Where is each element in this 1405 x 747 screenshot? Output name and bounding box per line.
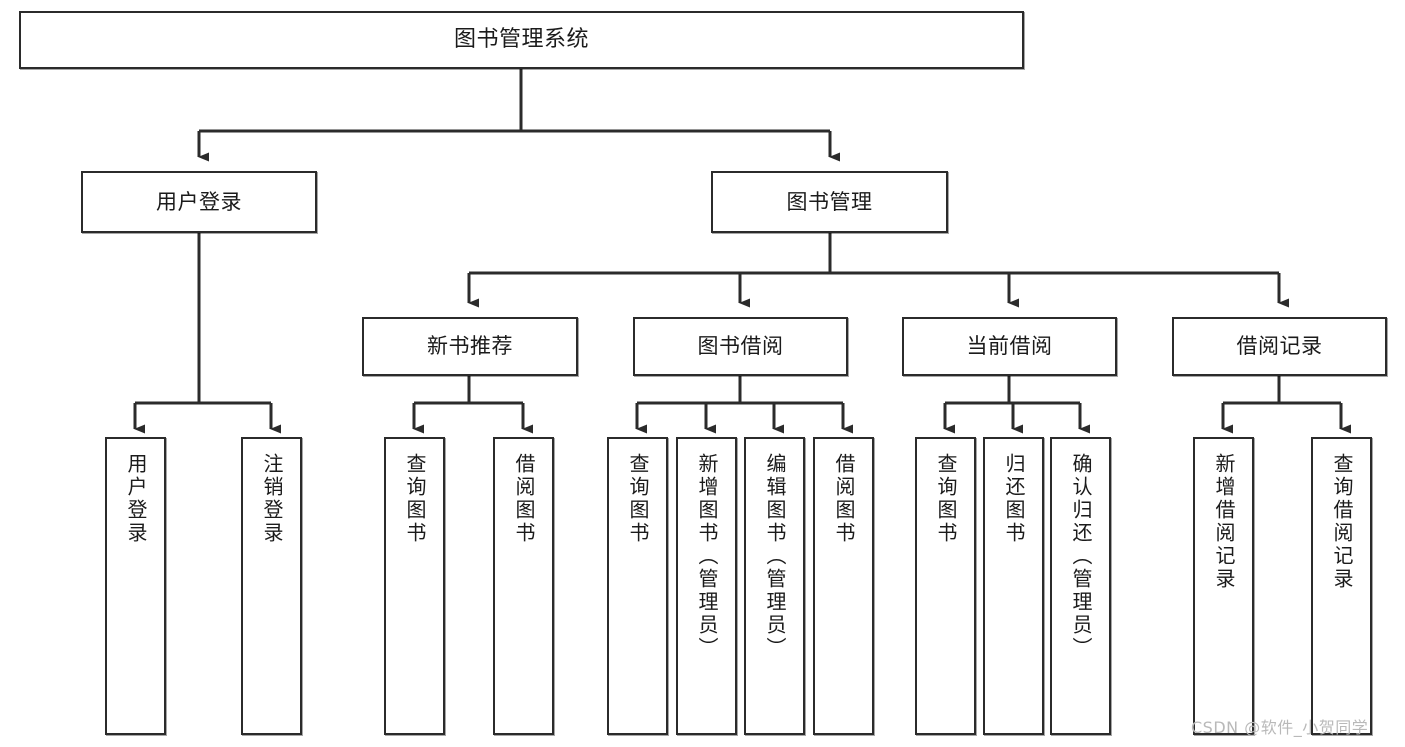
node-leaf-add-record-label: 新增借阅记录 xyxy=(1212,453,1236,591)
node-user-login[interactable]: 用户登录 xyxy=(81,171,317,233)
node-leaf-query-book-3[interactable]: 查询图书 xyxy=(915,437,976,735)
node-leaf-edit-book-label: 编辑图书（管理员） xyxy=(763,453,787,660)
node-leaf-query-book-2-label: 查询图书 xyxy=(626,453,650,545)
node-current-borrow[interactable]: 当前借阅 xyxy=(902,317,1117,376)
node-book-manage[interactable]: 图书管理 xyxy=(711,171,948,233)
node-leaf-borrow-book-1[interactable]: 借阅图书 xyxy=(493,437,554,735)
node-leaf-confirm-return[interactable]: 确认归还（管理员） xyxy=(1050,437,1111,735)
node-leaf-user-login-label: 用户登录 xyxy=(124,453,148,545)
node-leaf-borrow-book-1-label: 借阅图书 xyxy=(512,453,536,545)
watermark: CSDN @软件_小贺同学 xyxy=(1191,718,1369,737)
node-current-borrow-label: 当前借阅 xyxy=(966,334,1053,359)
node-leaf-user-login[interactable]: 用户登录 xyxy=(105,437,166,735)
node-leaf-return-book[interactable]: 归还图书 xyxy=(983,437,1044,735)
node-leaf-edit-book[interactable]: 编辑图书（管理员） xyxy=(744,437,805,735)
node-leaf-query-book-1-label: 查询图书 xyxy=(403,453,427,545)
node-leaf-query-record-label: 查询借阅记录 xyxy=(1330,453,1354,591)
node-leaf-query-record[interactable]: 查询借阅记录 xyxy=(1311,437,1372,735)
node-root[interactable]: 图书管理系统 xyxy=(19,11,1024,69)
node-leaf-add-book-label: 新增图书（管理员） xyxy=(695,453,719,660)
node-book-borrow[interactable]: 图书借阅 xyxy=(633,317,848,376)
node-leaf-user-logout[interactable]: 注销登录 xyxy=(241,437,302,735)
node-leaf-query-book-2[interactable]: 查询图书 xyxy=(607,437,668,735)
node-borrow-record[interactable]: 借阅记录 xyxy=(1172,317,1387,376)
node-leaf-return-book-label: 归还图书 xyxy=(1002,453,1026,545)
node-book-borrow-label: 图书借阅 xyxy=(697,334,784,359)
node-leaf-query-book-1[interactable]: 查询图书 xyxy=(384,437,445,735)
node-leaf-add-book[interactable]: 新增图书（管理员） xyxy=(676,437,737,735)
node-root-label: 图书管理系统 xyxy=(453,27,589,53)
node-borrow-record-label: 借阅记录 xyxy=(1236,334,1323,359)
node-leaf-add-record[interactable]: 新增借阅记录 xyxy=(1193,437,1254,735)
node-new-book-recommend[interactable]: 新书推荐 xyxy=(362,317,578,376)
node-book-manage-label: 图书管理 xyxy=(786,189,873,214)
node-user-login-label: 用户登录 xyxy=(156,189,242,214)
node-leaf-confirm-return-label: 确认归还（管理员） xyxy=(1069,453,1093,660)
node-leaf-borrow-book-2-label: 借阅图书 xyxy=(832,453,856,545)
node-leaf-user-logout-label: 注销登录 xyxy=(260,453,284,545)
node-leaf-borrow-book-2[interactable]: 借阅图书 xyxy=(813,437,874,735)
node-new-book-recommend-label: 新书推荐 xyxy=(427,334,513,359)
node-leaf-query-book-3-label: 查询图书 xyxy=(934,453,958,545)
